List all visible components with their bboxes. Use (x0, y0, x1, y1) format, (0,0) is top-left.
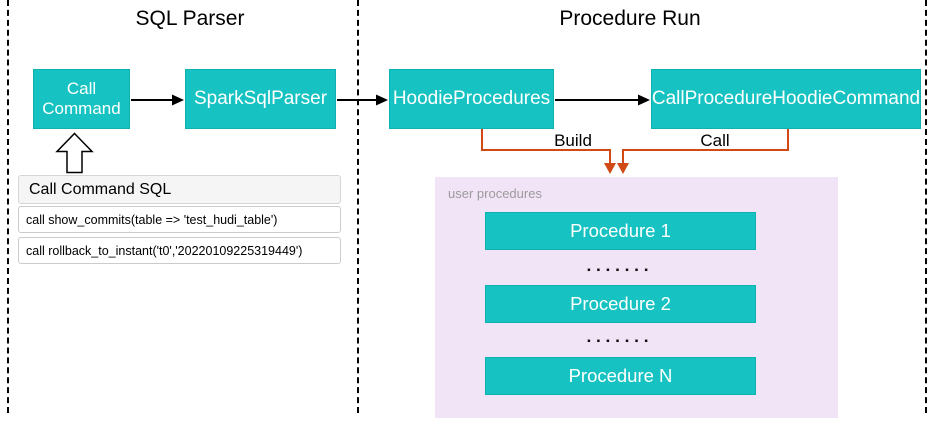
sql-row-show-commits: call show_commits(table => 'test_hudi_ta… (18, 206, 341, 233)
ellipsis-dots: ▪▪▪▪▪▪▪ (587, 265, 654, 276)
node-call-command: Call Command (33, 69, 130, 129)
node-callprocedurehoodiecommand: CallProcedureHoodieCommand (651, 69, 921, 129)
arrowhead-down-icon (604, 163, 616, 174)
up-arrow-icon (55, 132, 94, 174)
arrowhead-icon (638, 94, 650, 106)
orange-connectors (481, 129, 789, 174)
node-procedure-n: Procedure N (485, 357, 756, 395)
build-edge-label: Build (554, 131, 592, 150)
procedure-run-title: Procedure Run (559, 7, 701, 30)
arrowhead-icon (376, 94, 388, 106)
node-sparksqlparser: SparkSqlParser (185, 69, 336, 129)
ellipsis-dots: ▪▪▪▪▪▪▪ (587, 336, 654, 347)
left-dashed-border (7, 0, 9, 413)
arrowhead-down-icon (617, 163, 629, 174)
node-hoodieprocedures: HoodieProcedures (389, 69, 554, 129)
arrowhead-icon (172, 94, 184, 106)
sql-panel-header: Call Command SQL (18, 175, 341, 204)
right-dashed-border (925, 0, 927, 413)
user-procedures-label: user procedures (448, 186, 542, 201)
section-divider-dashed (357, 0, 359, 413)
sql-row-rollback: call rollback_to_instant('t0','202201092… (18, 237, 341, 264)
node-procedure-2: Procedure 2 (485, 285, 756, 323)
sql-parser-title: SQL Parser (135, 7, 245, 30)
call-edge-label: Call (700, 131, 730, 150)
node-procedure-1: Procedure 1 (485, 212, 756, 250)
